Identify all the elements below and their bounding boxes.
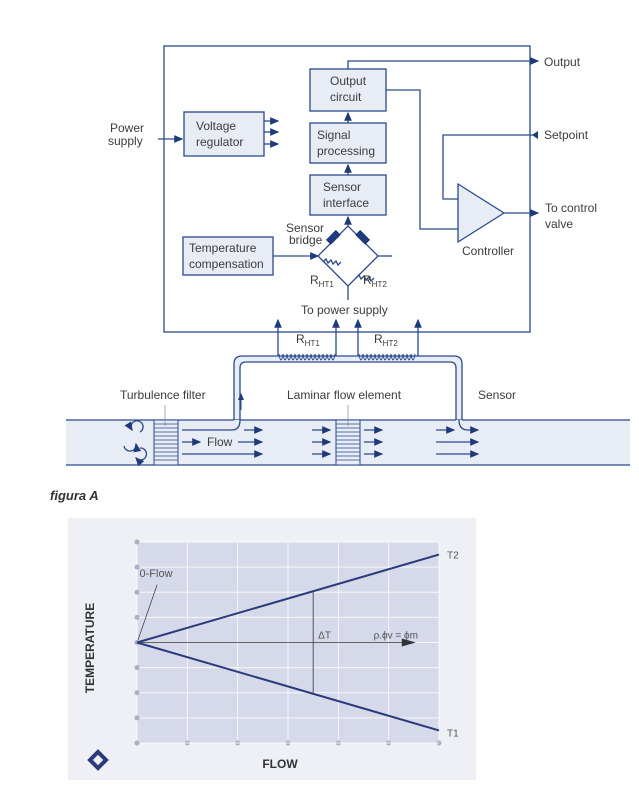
y-tick <box>134 740 140 746</box>
temperature-compensation-box <box>182 236 274 276</box>
laminar-flow-element <box>335 419 361 466</box>
housing-frame <box>163 45 531 333</box>
bridge-r1: RHT1 <box>310 273 334 289</box>
x-axis-label: FLOW <box>262 757 298 771</box>
coil1-label: RHT1 <box>296 332 320 348</box>
turbulence-filter <box>153 419 179 466</box>
y-tick <box>134 564 140 570</box>
output-circuit-label: Output <box>330 74 367 88</box>
zero-flow-leader <box>137 584 158 641</box>
setpoint-line <box>442 134 538 200</box>
flow-arrows <box>182 419 480 458</box>
temp-comp-label: Temperature <box>189 241 257 255</box>
signal-processing-label: Signal <box>317 128 350 142</box>
flow-label: Flow <box>207 435 233 449</box>
signal-processing-box <box>309 122 387 164</box>
flow-axis-arrowhead <box>401 638 416 647</box>
y-tick <box>134 690 140 696</box>
power-supply-label-2: supply <box>108 134 143 148</box>
y-tick <box>134 539 140 545</box>
turbulence-filter-label: Turbulence filter <box>120 388 206 402</box>
power-supply-label: Power <box>110 121 144 135</box>
y-tick <box>134 589 140 595</box>
output-label: Output <box>544 55 581 69</box>
sensor-interface-label: Sensor <box>323 180 361 194</box>
to-power-supply-label: To power supply <box>301 303 388 317</box>
coil2-label: RHT2 <box>374 332 398 348</box>
series-line-t1 <box>136 641 440 732</box>
voltage-regulator-label-2: regulator <box>196 135 243 149</box>
controller-triangle <box>457 182 506 244</box>
heater-coils <box>278 353 416 361</box>
flow-label-bg <box>203 436 237 448</box>
bridge-circuit <box>317 215 392 300</box>
control-valve-label-2: valve <box>545 217 573 231</box>
voltage-regulator-label: Voltage <box>196 119 236 133</box>
flow-sensor-diagram: Power supply Voltage regulator Output ci… <box>66 45 630 467</box>
zero-flow-label: 0-Flow <box>140 568 173 580</box>
sensor-interface-box <box>309 174 387 216</box>
control-valve-label: To control <box>545 201 597 215</box>
logo-icon <box>87 749 109 771</box>
signal-processing-label-2: processing <box>317 144 375 158</box>
y-tick <box>134 665 140 671</box>
delta-t-label: ΔT <box>318 631 331 642</box>
figure-caption: figura A <box>50 488 99 503</box>
setpoint-arrow <box>532 131 538 139</box>
sensor-bridge-label: Sensor <box>286 221 324 235</box>
bridge-r2: RHT2 <box>363 273 387 289</box>
series-line-t2 <box>136 553 440 644</box>
sensor-interface-label-2: interface <box>323 196 369 210</box>
output-line <box>347 57 540 69</box>
output-circuit-label-2: circuit <box>330 90 362 104</box>
temp-comp-label-2: compensation <box>189 257 264 271</box>
laminar-flow-label: Laminar flow element <box>287 388 402 402</box>
voltage-regulator-box <box>183 111 265 157</box>
sensor-bridge-label-2: bridge <box>289 233 323 247</box>
sensor-label: Sensor <box>478 388 516 402</box>
oc-to-controller <box>386 89 458 230</box>
y-tick <box>134 715 140 721</box>
y-tick <box>134 614 140 620</box>
formula-label: ρ.ϕv = ϕm <box>374 631 418 642</box>
setpoint-label: Setpoint <box>544 128 589 142</box>
controller-label: Controller <box>462 244 514 258</box>
y-axis-label: TEMPERATURE <box>83 603 97 693</box>
turbulence-icon <box>123 420 148 467</box>
grid <box>134 539 442 746</box>
t1-label: T1 <box>447 728 459 739</box>
t2-label: T2 <box>447 551 459 562</box>
